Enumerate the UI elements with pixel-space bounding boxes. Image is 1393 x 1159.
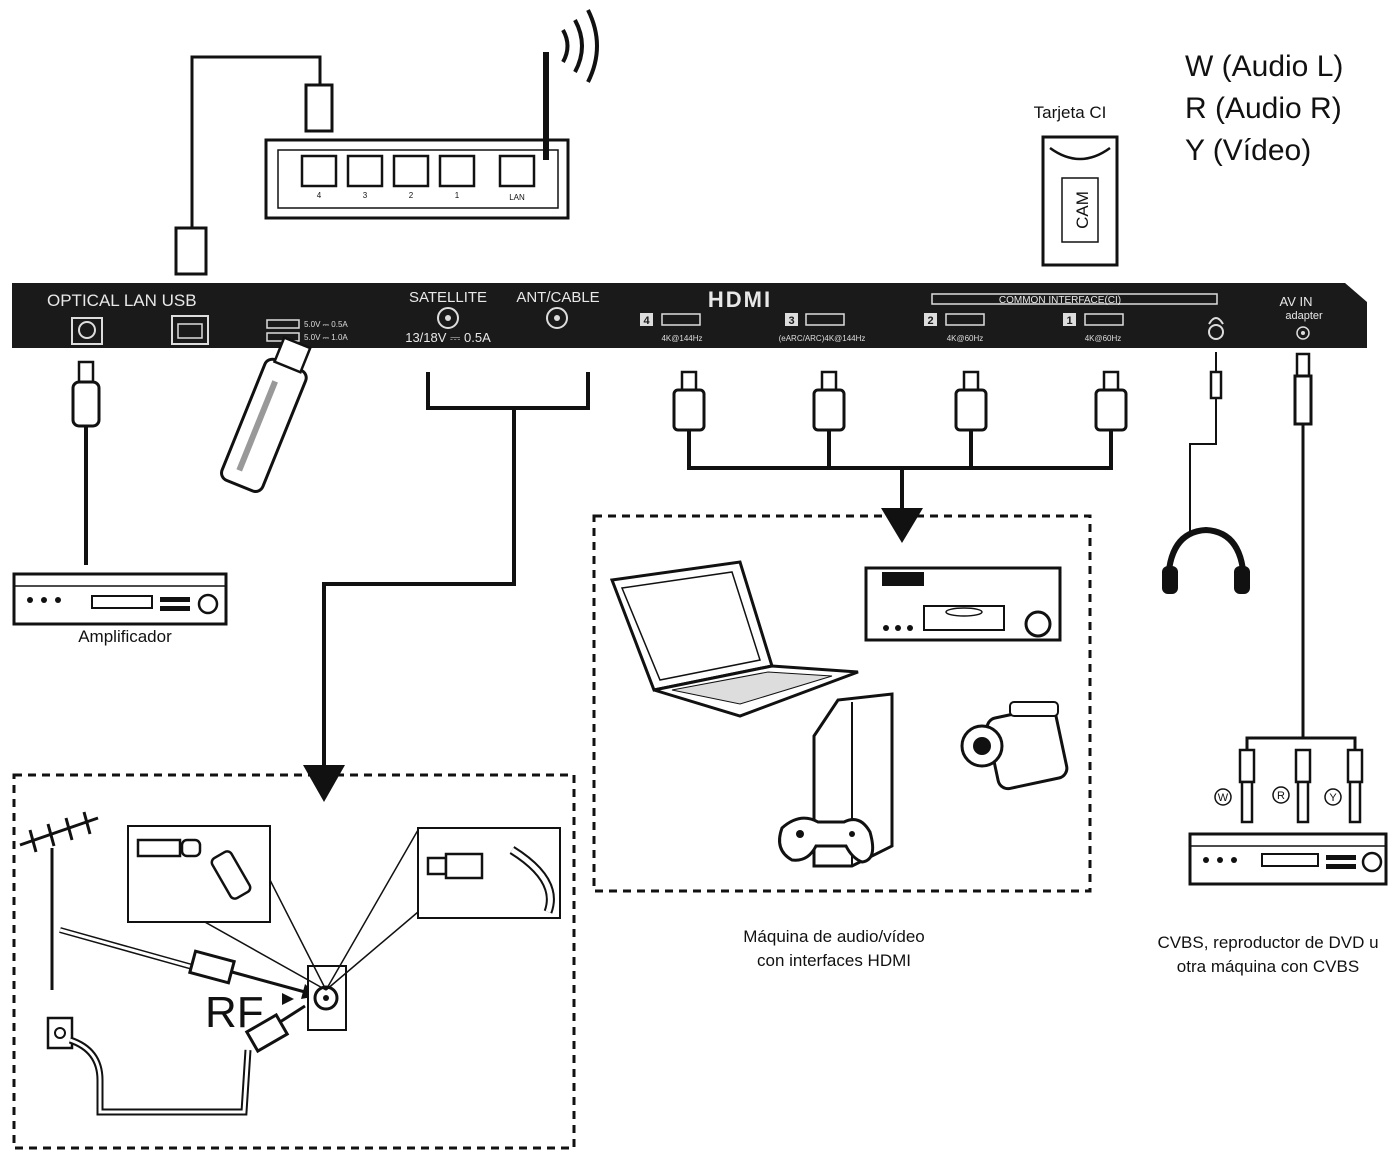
- hdmi-port-2[interactable]: 2 4K@60Hz: [924, 313, 985, 343]
- usb-rating-1: 5.0V ⎓ 0.5A: [304, 320, 348, 329]
- headphone-cable: [1189, 352, 1223, 532]
- cam-label: CAM: [1073, 191, 1092, 229]
- legend-w: W (Audio L): [1185, 50, 1343, 83]
- lan-plug-icon: [174, 226, 208, 276]
- router-lan-label: LAN: [509, 193, 525, 202]
- hdmi-plug-icon: [672, 370, 706, 432]
- laptop-icon: [609, 560, 859, 718]
- common-interface-label: COMMON INTERFACE(CI): [999, 295, 1121, 306]
- rca-legend: W (Audio L) R (Audio R) Y (Vídeo): [1185, 50, 1343, 167]
- router-port-label: 2: [409, 191, 414, 200]
- usb-rating-2: 5.0V ⎓ 1.0A: [304, 333, 348, 342]
- rca-plugs: W R Y: [1214, 748, 1364, 824]
- av-in-cable: [1245, 352, 1357, 750]
- hdmi-logo: HDMI: [708, 287, 772, 312]
- hdmi-devices-box: [592, 514, 1092, 893]
- rf-label: RF: [205, 988, 264, 1037]
- hdmi-port-spec: (eARC/ARC)4K@144Hz: [779, 334, 866, 343]
- router-port-label: 4: [317, 191, 322, 200]
- hdmi-caption-line2: con interfaces HDMI: [757, 951, 911, 970]
- lan-port[interactable]: [171, 315, 209, 345]
- antenna-cable-lines: [322, 372, 590, 768]
- av-in-adapter-label: adapter: [1285, 310, 1323, 322]
- rca-r-label: R: [1277, 790, 1285, 802]
- hdmi-port-num: 3: [788, 315, 794, 327]
- usb-drive-icon: [220, 335, 312, 493]
- optical-lan-usb-label: OPTICAL LAN USB: [47, 291, 197, 310]
- hdmi-port-spec: 4K@60Hz: [1085, 334, 1122, 343]
- satellite-rating: 13/18V ⎓ 0.5A: [405, 330, 491, 345]
- optical-cable: [71, 360, 101, 565]
- ant-cable-label: ANT/CABLE: [516, 289, 599, 306]
- hdmi-caption-line1: Máquina de audio/vídeo: [743, 927, 924, 946]
- hdmi-port-num: 2: [927, 315, 933, 327]
- satellite-port[interactable]: [437, 307, 459, 329]
- rf-connection-illustration: RF: [19, 811, 561, 1116]
- arrow-down-icon: [303, 765, 345, 802]
- amplifier-label: Amplificador: [78, 627, 172, 646]
- gamepad-icon: [778, 816, 875, 864]
- router-port-label: 1: [455, 191, 460, 200]
- headphones-icon: [1162, 526, 1250, 594]
- camcorder-icon: [960, 701, 1069, 791]
- satellite-label: SATELLITE: [409, 289, 487, 306]
- ci-card: Tarjeta CI CAM: [1034, 103, 1119, 267]
- av-in-port[interactable]: [1296, 326, 1310, 340]
- arrow-down-icon: [881, 508, 923, 543]
- hdmi-port-num: 1: [1066, 315, 1072, 327]
- wifi-signal-icon: [561, 9, 599, 83]
- rf-connection-box: [12, 773, 576, 1150]
- legend-r: R (Audio R): [1185, 92, 1342, 125]
- common-interface-slot[interactable]: [931, 293, 1218, 305]
- rca-y-label: Y: [1329, 792, 1337, 804]
- cvbs-caption-line1: CVBS, reproductor de DVD u: [1157, 933, 1378, 952]
- ci-card-title: Tarjeta CI: [1034, 103, 1107, 122]
- amplifier-device: [12, 572, 228, 626]
- router-ports: 4 3 2 1 LAN: [300, 154, 536, 202]
- headphone-jack[interactable]: [1208, 317, 1224, 340]
- hdmi-port-1[interactable]: 1 4K@60Hz: [1063, 313, 1124, 343]
- hdmi-plug-icon: [1094, 370, 1128, 432]
- ant-cable-port[interactable]: [546, 307, 568, 329]
- tv-aerial-icon: [19, 811, 99, 990]
- rca-w-label: W: [1218, 792, 1229, 804]
- cvbs-caption-line2: otra máquina con CVBS: [1177, 957, 1359, 976]
- router-port-label: 3: [363, 191, 368, 200]
- hdmi-plug-icon: [812, 370, 846, 432]
- legend-y: Y (Vídeo): [1185, 134, 1311, 167]
- hdmi-port-spec: 4K@144Hz: [661, 334, 702, 343]
- router: 4 3 2 1 LAN: [174, 9, 599, 276]
- optical-port[interactable]: [71, 317, 103, 345]
- cvbs-dvd-icon: [1188, 832, 1388, 886]
- hdmi-plug-icon: [954, 370, 988, 432]
- hdmi-port-num: 4: [643, 315, 650, 327]
- hdmi-port-3[interactable]: 3 (eARC/ARC)4K@144Hz: [779, 313, 866, 343]
- hdmi-port-spec: 4K@60Hz: [947, 334, 984, 343]
- hdmi-cables: [672, 370, 1128, 543]
- hdmi-port-4[interactable]: 4 4K@144Hz: [640, 313, 703, 343]
- lan-plug-icon: [304, 83, 334, 133]
- dvd-player-icon: [864, 566, 1062, 642]
- tv-connector-panel: OPTICAL LAN USB 5.0V ⎓ 0.5A 5.0V ⎓ 1.0A …: [12, 283, 1367, 348]
- av-in-label: AV IN: [1280, 294, 1313, 309]
